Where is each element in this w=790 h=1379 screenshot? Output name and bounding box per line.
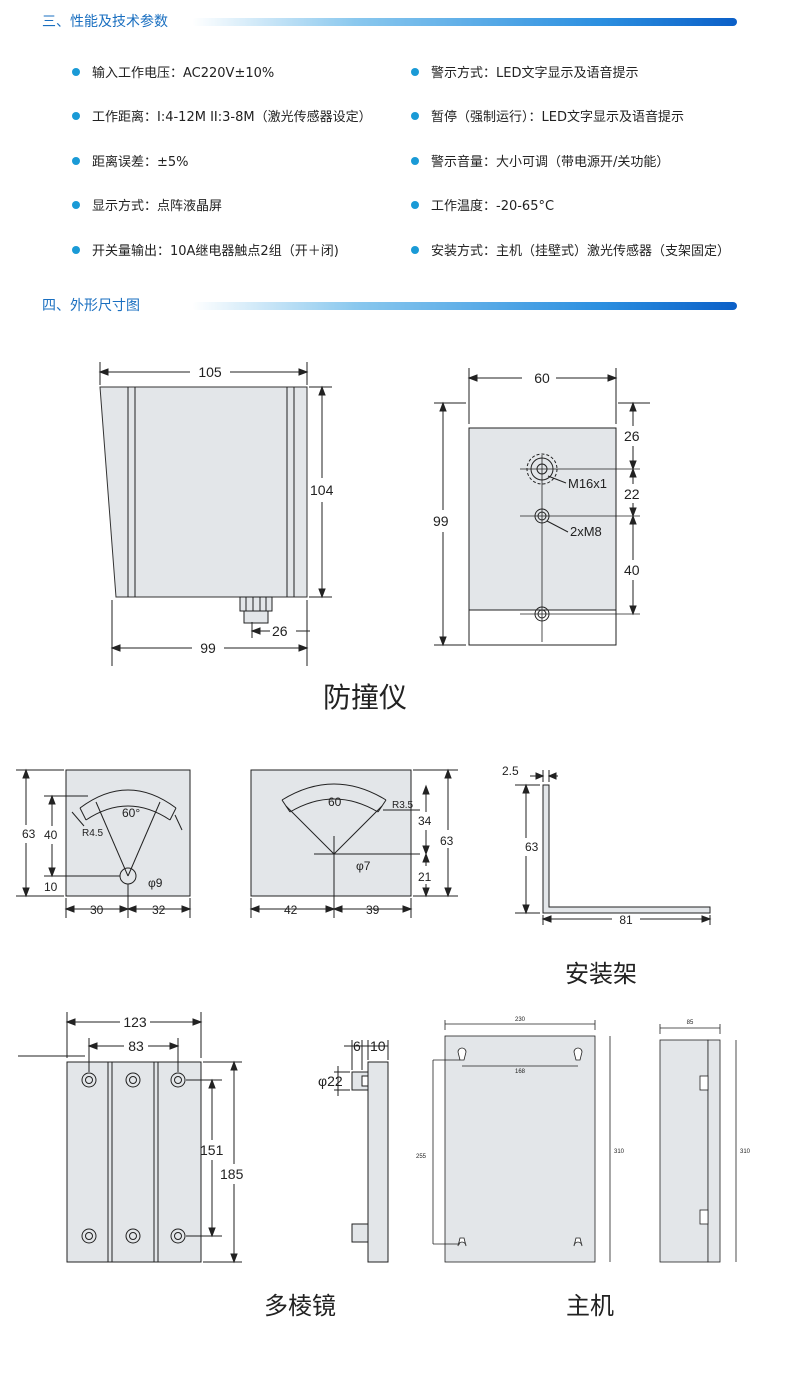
section-title: 三、性能及技术参数 <box>42 14 168 30</box>
dim-label: 168 <box>515 1069 526 1075</box>
host-front-drawing <box>432 1020 611 1263</box>
dim-label: 39 <box>366 903 380 917</box>
section-title: 四、外形尺寸图 <box>42 298 140 314</box>
dim-label: 2.5 <box>502 764 519 778</box>
spec-item: 距离误差：±5% <box>72 154 189 172</box>
caption-prism: 多棱镜 <box>264 1292 336 1320</box>
bullet-icon <box>411 68 419 76</box>
dim-label: 310 <box>614 1149 625 1155</box>
spec-item: 警示方式：LED文字显示及语音提示 <box>411 65 638 83</box>
spec-item: 工作距离：I:4-12M II:3-8M（激光传感器设定） <box>72 109 372 127</box>
bracket-front-1-drawing <box>16 768 192 918</box>
gradient-bar <box>192 302 737 310</box>
dim-label: 105 <box>198 364 222 380</box>
spec-item: 警示音量：大小可调（带电源开/关功能） <box>411 154 669 172</box>
dim-label: 230 <box>515 1017 526 1023</box>
host-side-drawing <box>659 1024 737 1263</box>
bullet-icon <box>411 201 419 209</box>
dim-label: 63 <box>525 840 539 854</box>
caption-host: 主机 <box>566 1292 614 1320</box>
dim-label: 60 <box>534 370 550 386</box>
dim-label: 185 <box>220 1166 244 1182</box>
dim-label: 255 <box>416 1154 427 1160</box>
dim-label: 60 <box>328 795 342 809</box>
section-header-specs: 三、性能及技术参数 <box>42 12 737 32</box>
dim-label: 60° <box>122 806 140 820</box>
dim-label: 32 <box>152 903 166 917</box>
dim-label: 42 <box>284 903 298 917</box>
dim-label: 310 <box>740 1149 751 1155</box>
bullet-icon <box>72 68 80 76</box>
dim-label: 21 <box>418 870 432 884</box>
dim-label: 10 <box>370 1038 386 1054</box>
spec-item: 开关量输出：10A继电器触点2组（开＋闭) <box>72 243 339 261</box>
bracket-front-2-drawing <box>249 768 458 918</box>
dim-label: 30 <box>90 903 104 917</box>
dim-label: 26 <box>624 428 640 444</box>
dim-label: R3.5 <box>392 800 414 811</box>
side-view-drawing <box>434 368 650 647</box>
dim-label: φ7 <box>356 859 371 873</box>
spec-item: 暂停（强制运行）：LED文字显示及语音提示 <box>411 109 684 127</box>
prism-front-drawing <box>18 1012 242 1264</box>
dim-label: 2xM8 <box>570 524 602 539</box>
dim-label: 99 <box>200 640 216 656</box>
dim-label: φ22 <box>318 1073 343 1089</box>
dim-label: 81 <box>619 913 633 927</box>
bullet-icon <box>411 157 419 165</box>
dim-label: 151 <box>200 1142 224 1158</box>
dim-label: 63 <box>22 827 36 841</box>
bullet-icon <box>411 246 419 254</box>
prism-side-drawing <box>334 1040 389 1263</box>
dim-label: φ9 <box>148 876 163 890</box>
dim-label: 26 <box>272 623 288 639</box>
bullet-icon <box>72 112 80 120</box>
spec-item: 安装方式：主机（挂壁式）激光传感器（支架固定） <box>411 243 730 261</box>
spec-item: 显示方式：点阵液晶屏 <box>72 198 222 216</box>
bullet-icon <box>72 201 80 209</box>
spec-item: 工作温度：-20-65°C <box>411 198 554 216</box>
gradient-bar <box>192 18 737 26</box>
angle-bracket-drawing <box>515 770 712 925</box>
dim-label: M16x1 <box>568 476 607 491</box>
bullet-icon <box>411 112 419 120</box>
caption-anticollision: 防撞仪 <box>323 681 408 714</box>
dim-label: 99 <box>433 513 449 529</box>
front-view-drawing <box>98 362 332 666</box>
dim-label: 40 <box>44 828 58 842</box>
dim-label: 40 <box>624 562 640 578</box>
bullet-icon <box>72 157 80 165</box>
dim-label: 63 <box>440 834 454 848</box>
spec-item: 输入工作电压：AC220V±10% <box>72 65 274 83</box>
dim-label: 85 <box>687 1020 694 1026</box>
dim-label: R4.5 <box>82 828 104 839</box>
dim-label: 123 <box>123 1014 147 1030</box>
caption-bracket: 安装架 <box>565 960 637 988</box>
dim-label: 83 <box>128 1038 144 1054</box>
bullet-icon <box>72 246 80 254</box>
dim-label: 6 <box>353 1038 361 1054</box>
dim-label: 10 <box>44 880 58 894</box>
section-header-dimensions: 四、外形尺寸图 <box>42 296 737 316</box>
dim-label: 104 <box>310 482 334 498</box>
dim-label: 22 <box>624 486 640 502</box>
dim-label: 34 <box>418 814 432 828</box>
